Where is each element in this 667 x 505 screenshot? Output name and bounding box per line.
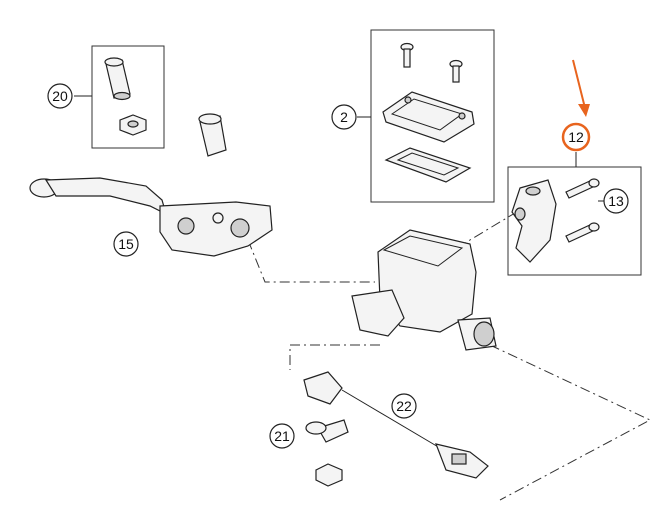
part-13-bolt-upper (565, 178, 600, 199)
part-2-reservoir-cover (382, 91, 475, 143)
callout-20-label: 20 (52, 88, 68, 104)
dash-line-switch (289, 344, 380, 370)
part-21-switch (303, 371, 349, 487)
callout-21-label: 21 (274, 428, 290, 444)
dash-line-bottom (489, 344, 652, 501)
part-2-screw-left (400, 42, 414, 68)
part-2-gasket (384, 147, 472, 183)
detail-box-12 (507, 166, 642, 276)
callout-2-label: 2 (340, 109, 348, 125)
part-2-screw-right (449, 59, 463, 83)
part-20-hex-nut (119, 114, 147, 136)
dash-line-lever-to-body (247, 239, 375, 283)
part-12-clamp-bracket (511, 179, 557, 263)
highlight-arrow-head (578, 104, 590, 117)
part-20-grommet (104, 57, 131, 101)
part-22-cable-connector (341, 389, 489, 479)
detail-box-20 (91, 45, 165, 149)
callout-15-label: 15 (118, 236, 134, 252)
part-15-pivot-sleeve (198, 113, 227, 157)
callout-22[interactable]: 22 (391, 393, 417, 419)
callout-13-label: 13 (608, 193, 624, 209)
part-15-clutch-lever (29, 177, 273, 257)
master-cylinder-body (351, 229, 497, 351)
callout-2[interactable]: 2 (331, 104, 357, 130)
detail-box-2 (370, 29, 495, 203)
highlight-arrow (572, 59, 586, 109)
callout-22-label: 22 (396, 398, 412, 414)
callout-12-label: 12 (568, 129, 584, 145)
callout-15[interactable]: 15 (113, 231, 139, 257)
callout-12[interactable]: 12 (561, 122, 591, 152)
callout-13[interactable]: 13 (603, 188, 629, 214)
part-13-bolt-lower (565, 222, 600, 243)
callout-20[interactable]: 20 (47, 83, 73, 109)
callout-21[interactable]: 21 (269, 423, 295, 449)
